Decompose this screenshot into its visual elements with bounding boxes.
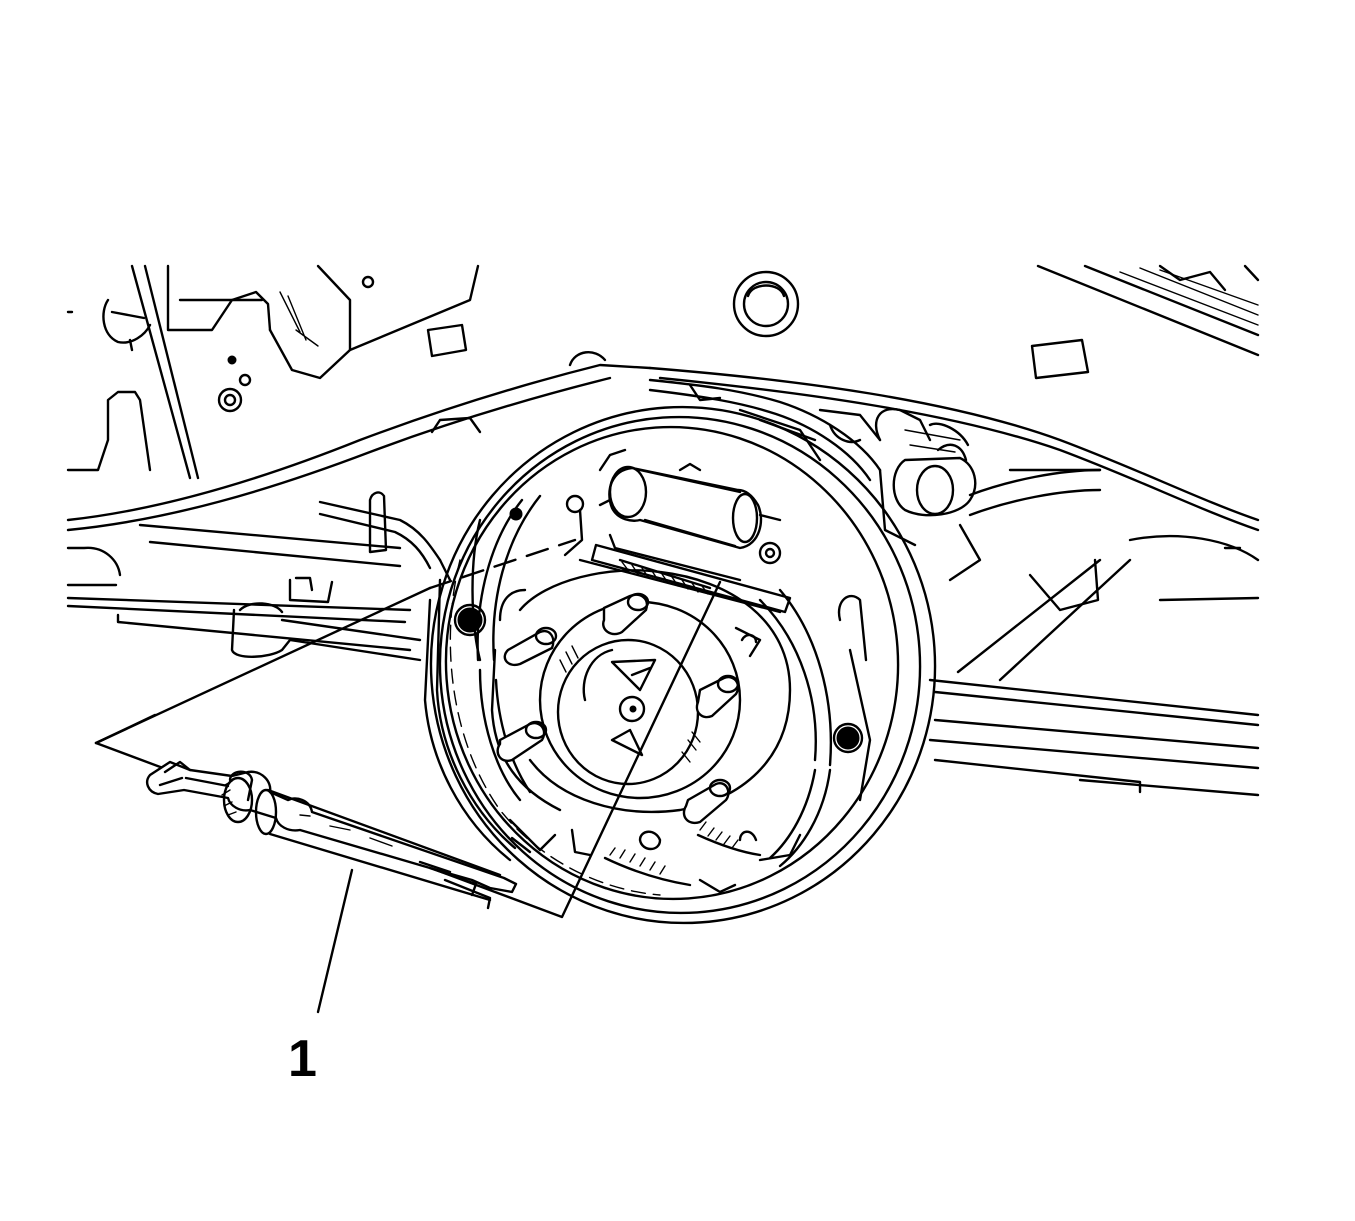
return-spring <box>603 821 762 887</box>
adjuster-removed <box>146 760 518 910</box>
body-panel-left <box>66 264 480 480</box>
hold-down-hardware <box>453 603 864 857</box>
callout-label-1: 1 <box>288 1030 317 1088</box>
body-panel-center <box>732 270 1090 380</box>
axle-left <box>66 491 452 662</box>
axle-right <box>928 468 1260 797</box>
backing-plate <box>423 518 872 894</box>
shock-mount <box>818 407 982 582</box>
callout-1: 1 <box>288 868 354 1088</box>
adjuster-installed <box>578 533 792 614</box>
body-panel-right <box>1036 264 1260 357</box>
wheel-studs <box>496 592 740 825</box>
brake-drum <box>429 405 937 925</box>
parking-brake-cable <box>648 378 882 482</box>
wheel-cylinder <box>598 448 782 565</box>
frame-rail <box>66 351 1260 532</box>
